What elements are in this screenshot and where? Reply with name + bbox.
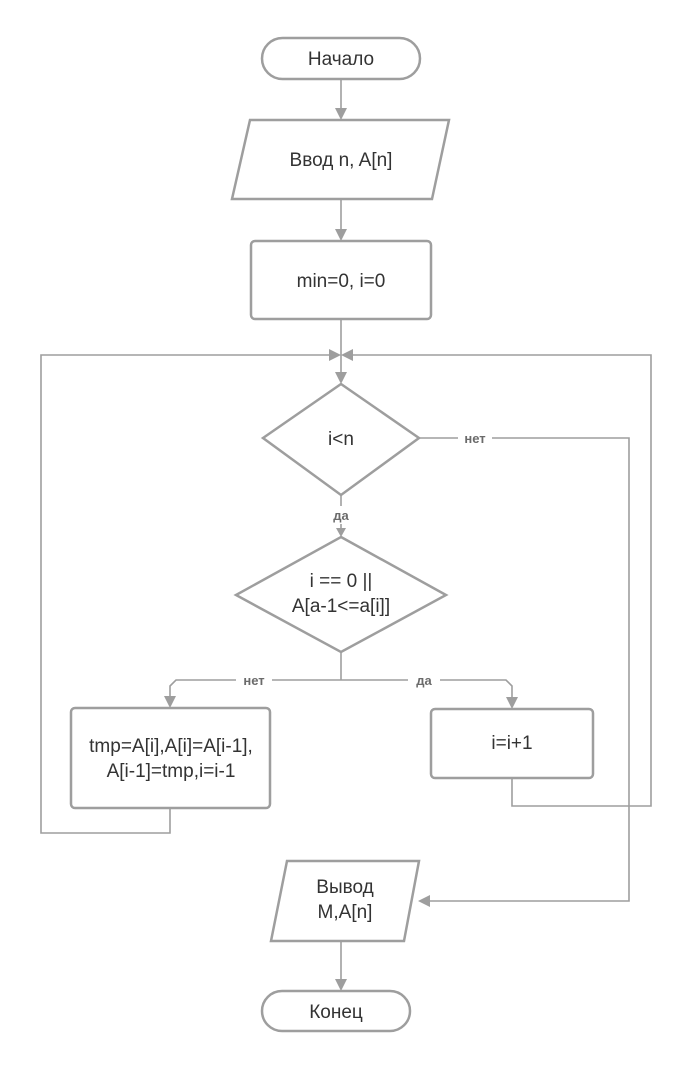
input-label: Ввод n, A[n] <box>290 150 393 171</box>
check-condition-line1: i == 0 || <box>310 571 373 592</box>
arrowhead <box>335 979 347 991</box>
start-label: Начало <box>308 49 374 70</box>
output-block: Вывод M,A[n] <box>269 859 421 943</box>
swap-line2: A[i-1]=tmp,i=i-1 <box>107 761 236 782</box>
edge-label-check-yes: да <box>416 673 432 688</box>
edge-label-loop-yes: да <box>333 508 349 523</box>
arrowhead <box>418 895 430 907</box>
end-terminal: Конец <box>260 989 412 1033</box>
end-label: Конец <box>309 1002 363 1023</box>
start-terminal: Начало <box>260 36 422 81</box>
edge-label-check-no: нет <box>243 673 264 688</box>
input-block: Ввод n, A[n] <box>230 118 451 201</box>
init-label: min=0, i=0 <box>297 271 386 292</box>
arrowhead <box>506 697 518 709</box>
check-condition-diamond: i == 0 || A[a-1<=a[i]] <box>233 535 449 654</box>
arrowhead <box>335 372 347 384</box>
check-condition-line2: A[a-1<=a[i]] <box>292 596 390 617</box>
edge-label-loop-no: нет <box>464 431 485 446</box>
loop-condition-diamond: i<n <box>260 382 422 497</box>
edge-condition-no-to-output <box>419 437 630 902</box>
arrowhead <box>164 696 176 708</box>
output-line1: Вывод <box>316 877 373 898</box>
arrowhead <box>329 349 341 361</box>
swap-block: tmp=A[i],A[i]=A[i-1], A[i-1]=tmp,i=i-1 <box>69 706 272 810</box>
swap-line1: tmp=A[i],A[i]=A[i-1], <box>89 736 253 757</box>
edge-swap-loop-back <box>40 354 331 834</box>
loop-condition-label: i<n <box>328 429 354 450</box>
increment-label: i=i+1 <box>491 733 532 754</box>
arrowhead <box>335 108 347 120</box>
increment-block: i=i+1 <box>429 707 595 780</box>
arrowhead <box>336 528 346 537</box>
edge-increment-loop-back <box>351 354 652 807</box>
arrowhead <box>341 349 353 361</box>
output-line2: M,A[n] <box>318 902 373 923</box>
arrowhead <box>335 229 347 241</box>
init-block: min=0, i=0 <box>249 239 433 321</box>
